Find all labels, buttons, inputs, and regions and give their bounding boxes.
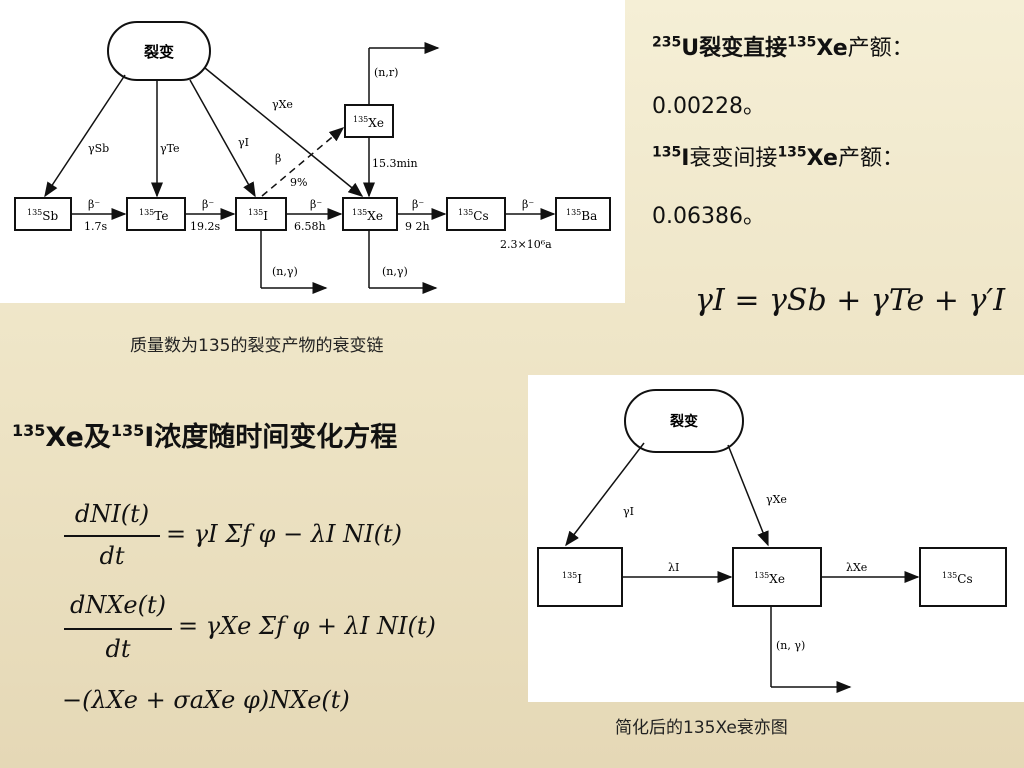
- beta-1: β⁻: [88, 198, 100, 211]
- halflife-cs: 2.3×10⁶a: [500, 238, 552, 251]
- node-i: 135I: [235, 197, 287, 231]
- simple-gamma-i: γI: [623, 505, 634, 518]
- gamma-te-label: γTe: [160, 142, 180, 155]
- n-gamma-xe: (n,γ): [382, 265, 408, 278]
- node-ba: 135Ba: [555, 197, 611, 231]
- simple-lambda-i: λI: [668, 561, 679, 574]
- beta-branch: β: [275, 152, 281, 165]
- svg-text:135Xe: 135Xe: [353, 115, 384, 130]
- equation-title: 135Xe及135I浓度随时间变化方程: [12, 421, 398, 453]
- svg-text:135Sb: 135Sb: [27, 208, 59, 223]
- branch-percent: 9%: [290, 176, 307, 189]
- beta-2: β⁻: [202, 198, 214, 211]
- yield-direct-label: 235U裂变直接135Xe产额：: [652, 34, 914, 61]
- node-cs: 135Cs: [446, 197, 506, 231]
- simple-node-i: 135I: [537, 547, 623, 607]
- simple-gamma-xe: γXe: [766, 493, 787, 506]
- node-te: 135Te: [126, 197, 186, 231]
- svg-text:135Te: 135Te: [139, 208, 168, 223]
- svg-text:135Ba: 135Ba: [566, 208, 597, 223]
- simplified-caption: 简化后的135Xe衰亦图: [615, 718, 788, 738]
- eq3-continuation: −(λXe + σaXe φ)NXe(t): [62, 686, 350, 714]
- n-r-label: (n,r): [374, 66, 398, 79]
- gamma-xe-label: γXe: [272, 98, 293, 111]
- beta-4: β⁻: [412, 198, 424, 211]
- svg-text:135Cs: 135Cs: [942, 571, 973, 586]
- eq2-denominator: dt: [105, 635, 131, 663]
- svg-text:135Xe: 135Xe: [352, 208, 383, 223]
- decay-chain-svg: 裂变 γSb γTe γI γXe 135Sb 135Te 135I 135Xe…: [14, 21, 611, 294]
- simple-node-cs: 135Cs: [919, 547, 1007, 607]
- svg-text:135I: 135I: [248, 208, 268, 223]
- halflife-te: 19.2s: [190, 220, 220, 233]
- beta-5: β⁻: [522, 198, 534, 211]
- node-xe: 135Xe: [342, 197, 398, 231]
- node-sb: 135Sb: [14, 197, 72, 231]
- simple-n-gamma: (n, γ): [776, 639, 805, 652]
- simplified-diagram: 裂变 γI γXe 135I 135Xe 135Cs λI λXe (n, γ): [528, 375, 1024, 702]
- simple-lambda-xe: λXe: [846, 561, 867, 574]
- simple-node-xe: 135Xe: [732, 547, 822, 607]
- chain-caption: 质量数为135的裂变产物的衰变链: [130, 336, 384, 356]
- svg-text:135Cs: 135Cs: [458, 208, 489, 223]
- gamma-sum-formula: γI = γSb + γTe + γ′I: [695, 283, 1006, 318]
- eq2-rhs: = γXe Σf φ + λI NI(t): [178, 612, 436, 640]
- beta-3: β⁻: [310, 198, 322, 211]
- halflife-xe: 9 2h: [405, 220, 430, 233]
- eq1-fraction-bar: [64, 535, 160, 537]
- yield-indirect-value: 0.06386。: [652, 204, 765, 229]
- halflife-xe-metastable: 15.3min: [372, 157, 418, 170]
- simple-fission-node: [624, 389, 744, 453]
- halflife-i: 6.58h: [294, 220, 326, 233]
- halflife-sb: 1.7s: [84, 220, 107, 233]
- simplified-diagram-svg: 裂变 γI γXe 135I 135Xe 135Cs λI λXe (n, γ): [537, 389, 1007, 693]
- fission-label: 裂变: [143, 43, 174, 61]
- gamma-i-label: γI: [238, 136, 249, 149]
- fission-node: [107, 21, 211, 81]
- yield-direct-value: 0.00228。: [652, 94, 765, 119]
- eq1-rhs: = γI Σf φ − λI NI(t): [166, 520, 403, 548]
- svg-text:135I: 135I: [562, 571, 582, 586]
- decay-chain-diagram: 裂变 γSb γTe γI γXe 135Sb 135Te 135I 135Xe…: [0, 0, 625, 303]
- n-gamma-i: (n,γ): [272, 265, 298, 278]
- gamma-sb-label: γSb: [88, 142, 109, 155]
- eq2-numerator: dNXe(t): [69, 591, 167, 619]
- eq2-fraction-bar: [64, 628, 172, 630]
- eq1-numerator: dNI(t): [74, 500, 150, 528]
- node-xe-metastable: 135Xe: [344, 104, 394, 138]
- eq1-denominator: dt: [99, 542, 125, 570]
- svg-text:135Xe: 135Xe: [754, 571, 785, 586]
- yield-indirect-label: 135I衰变间接135Xe产额：: [652, 144, 904, 171]
- simple-fission-label: 裂变: [669, 413, 698, 430]
